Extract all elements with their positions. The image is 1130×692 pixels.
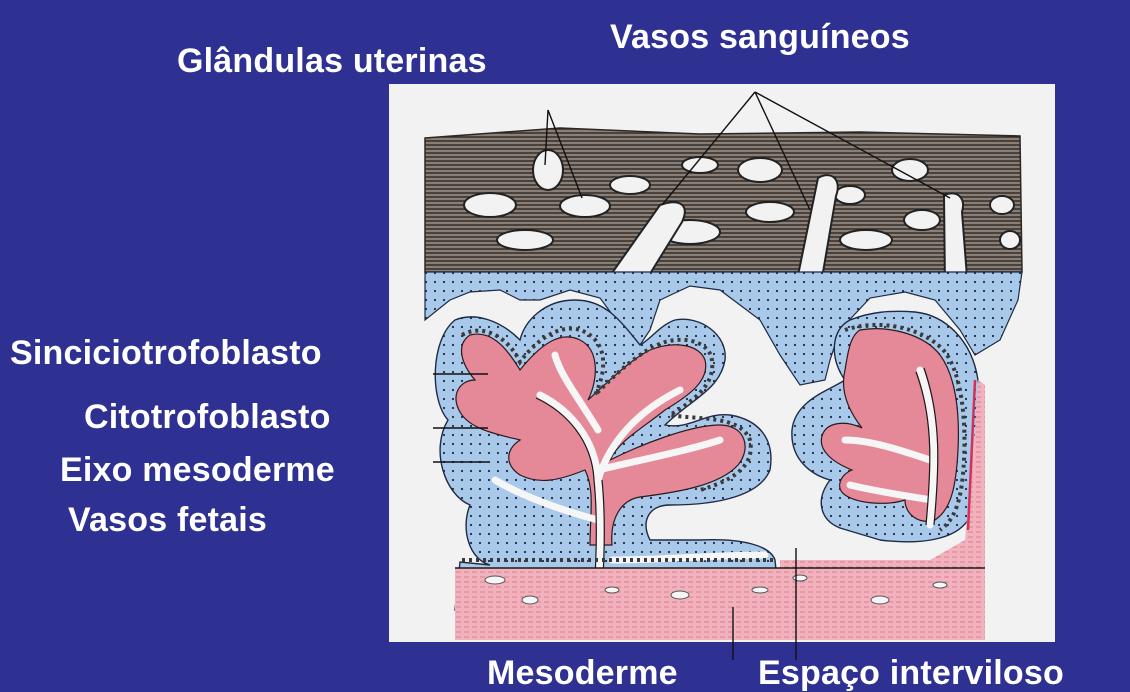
label-vasos-sanguineos: Vasos sanguíneos (610, 20, 910, 54)
label-glandulas-uterinas: Glândulas uterinas (177, 44, 487, 78)
label-vasos-fetais: Vasos fetais (68, 503, 267, 537)
label-eixo-mesoderme: Eixo mesoderme (60, 453, 335, 487)
label-sinciciotrofoblasto: Sinciciotrofoblasto (10, 336, 322, 370)
label-citotrofoblasto: Citotrofoblasto (84, 400, 331, 434)
maternal-decidua (425, 128, 1022, 290)
label-mesoderme: Mesoderme (487, 656, 678, 690)
label-espaco-interviloso: Espaço interviloso (758, 656, 1064, 690)
